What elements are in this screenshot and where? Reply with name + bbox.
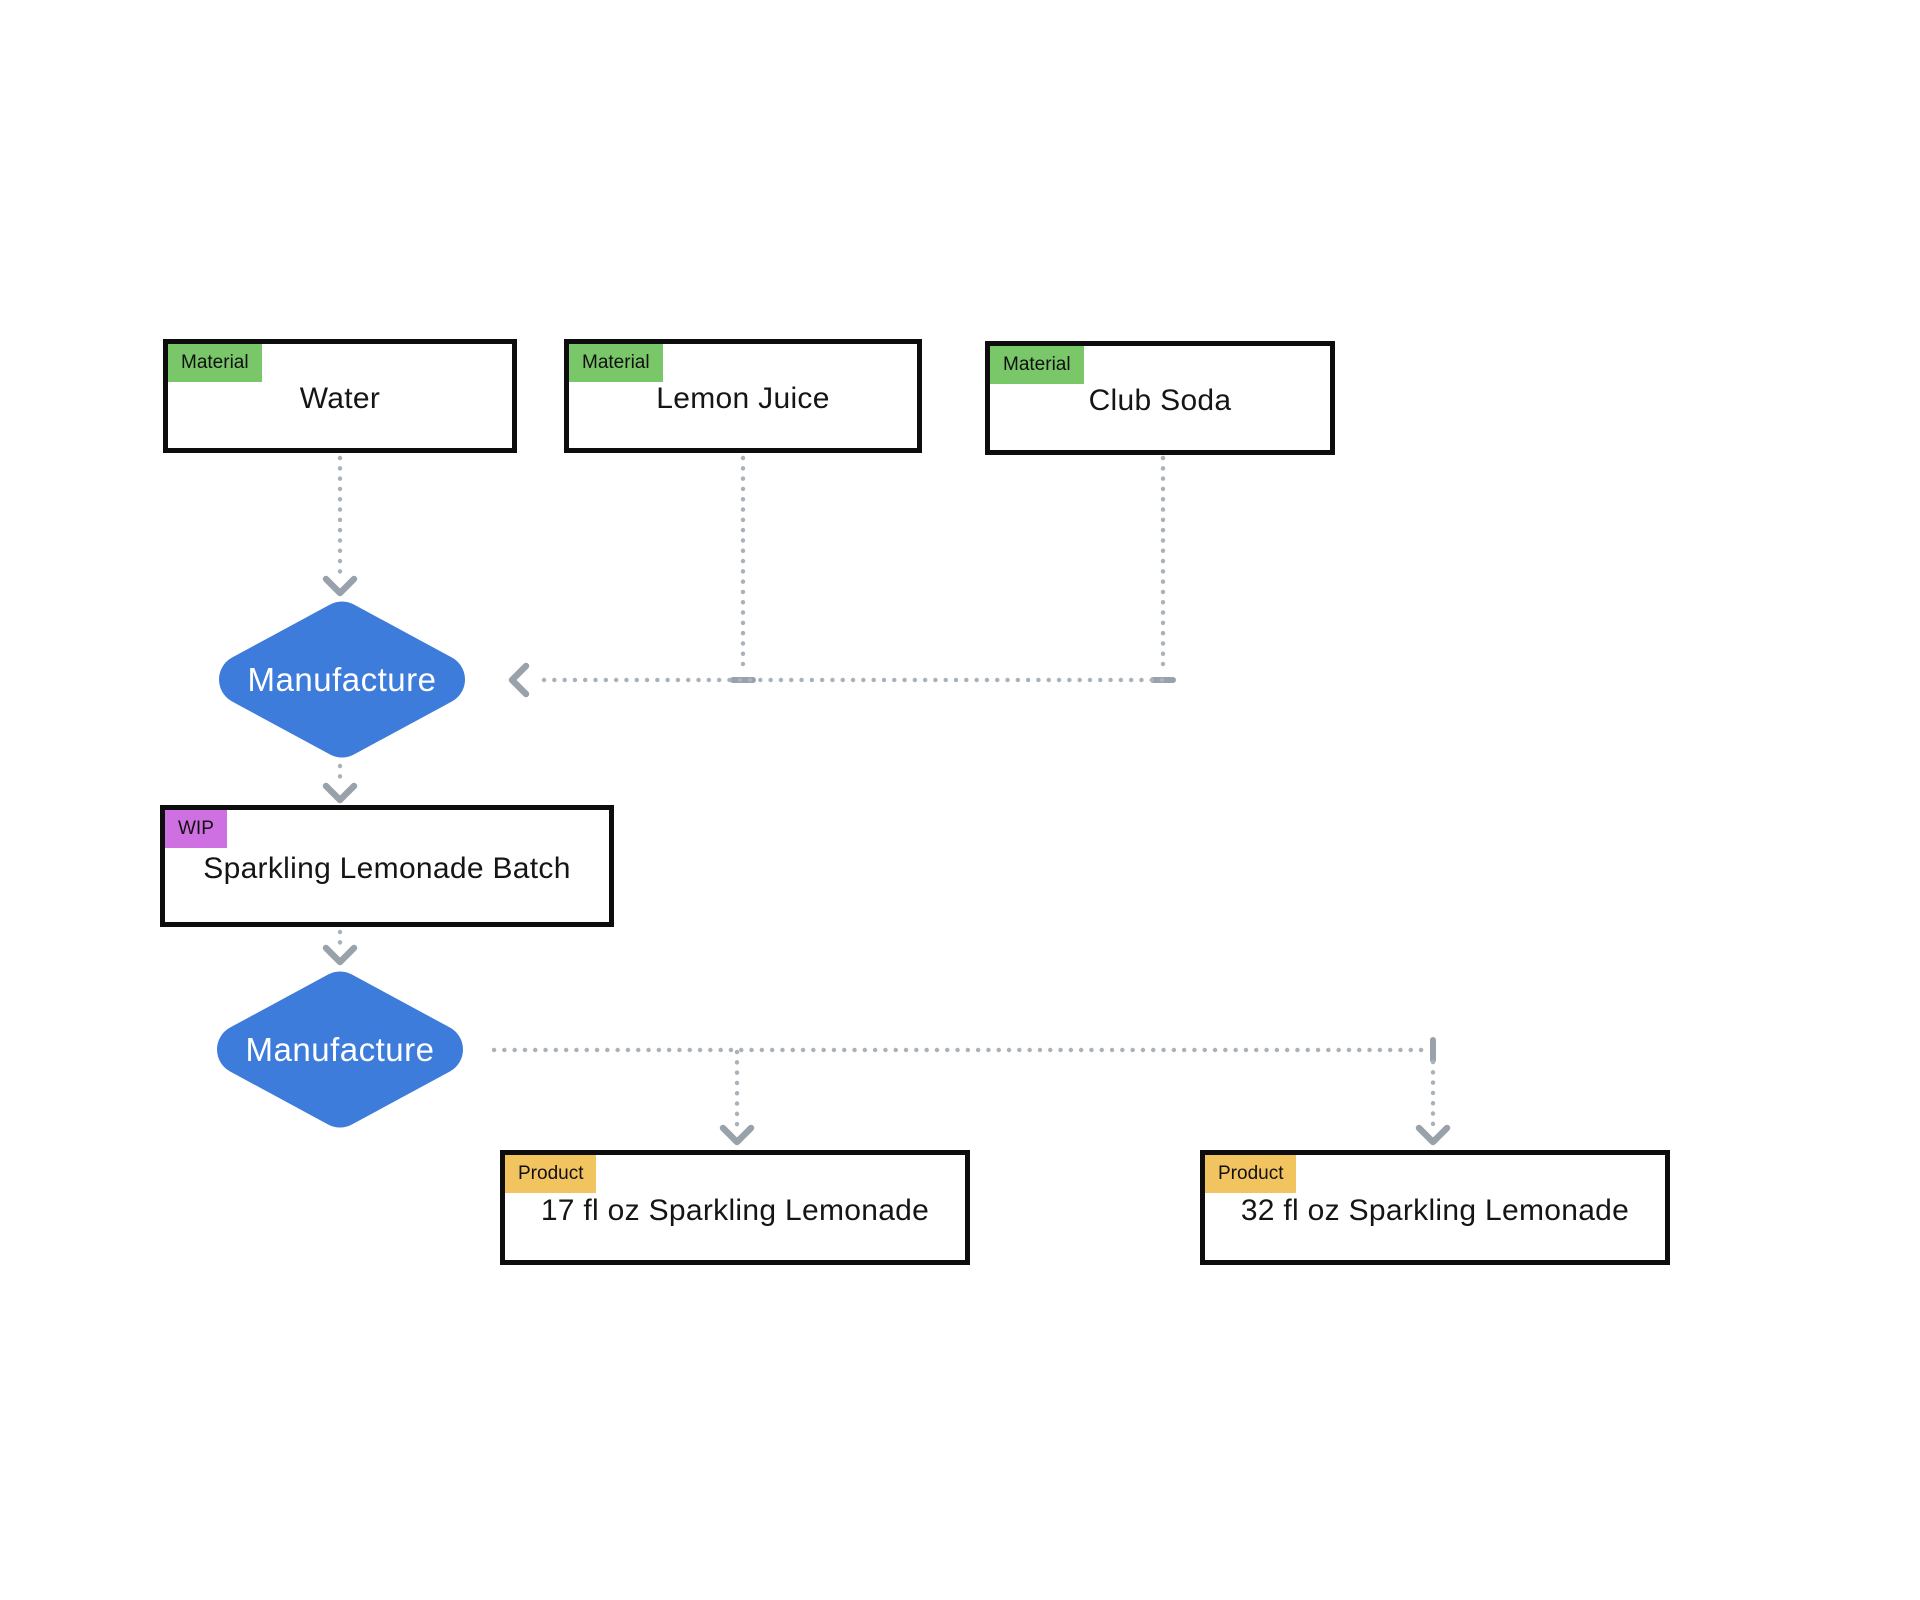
node-product-17oz[interactable]: Product 17 fl oz Sparkling Lemonade [500,1150,970,1265]
wip-badge: WIP [165,810,227,848]
node-product-32oz[interactable]: Product 32 fl oz Sparkling Lemonade [1200,1150,1670,1265]
arrowhead-down-icon [322,944,358,966]
node-label: Sparkling Lemonade Batch [203,852,571,885]
product-badge: Product [1205,1155,1297,1193]
edge-bus-out-of-manufacture-2 [491,1037,1436,1063]
material-badge: Material [168,344,262,382]
node-label: 32 fl oz Sparkling Lemonade [1240,1193,1630,1227]
node-process-manufacture-2[interactable]: Manufacture [190,968,490,1131]
edge-bus-into-manufacture-1 [508,662,1166,698]
process-label: Manufacture [245,1030,435,1068]
arrowhead-down-icon [322,575,358,597]
edge-batch-to-manufacture-2 [322,929,358,966]
arrowhead-left-icon [508,662,530,698]
node-material-water[interactable]: Material Water [163,339,517,453]
node-label: 17 fl oz Sparkling Lemonade [540,1193,930,1227]
edge-manufacture-2-to-product-32oz [1415,1059,1451,1146]
material-badge: Material [569,344,663,382]
process-diamond-shape [217,971,463,1128]
node-label: Lemon Juice [656,382,830,415]
node-material-club-soda[interactable]: Material Club Soda [985,341,1335,455]
process-label: Manufacture [247,660,437,698]
edge-lemon-juice-to-manufacture-1 [730,455,756,683]
node-material-lemon-juice[interactable]: Material Lemon Juice [564,339,922,453]
edge-club-soda-to-manufacture-1 [1150,455,1176,683]
arrowhead-down-icon [1415,1124,1451,1146]
node-label: Water [299,382,381,415]
edge-manufacture-2-to-product-17oz [719,1049,755,1146]
material-badge: Material [990,346,1084,384]
node-label: Club Soda [1088,384,1232,417]
edge-water-to-manufacture-1 [322,455,358,597]
arrowhead-down-icon [719,1124,755,1146]
arrowhead-down-icon [322,782,358,804]
process-diamond-shape [219,601,465,758]
node-process-manufacture-1[interactable]: Manufacture [192,598,492,761]
product-badge: Product [505,1155,597,1193]
edge-manufacture-1-to-batch [322,763,358,804]
node-wip-sparkling-lemonade-batch[interactable]: WIP Sparkling Lemonade Batch [160,805,614,927]
